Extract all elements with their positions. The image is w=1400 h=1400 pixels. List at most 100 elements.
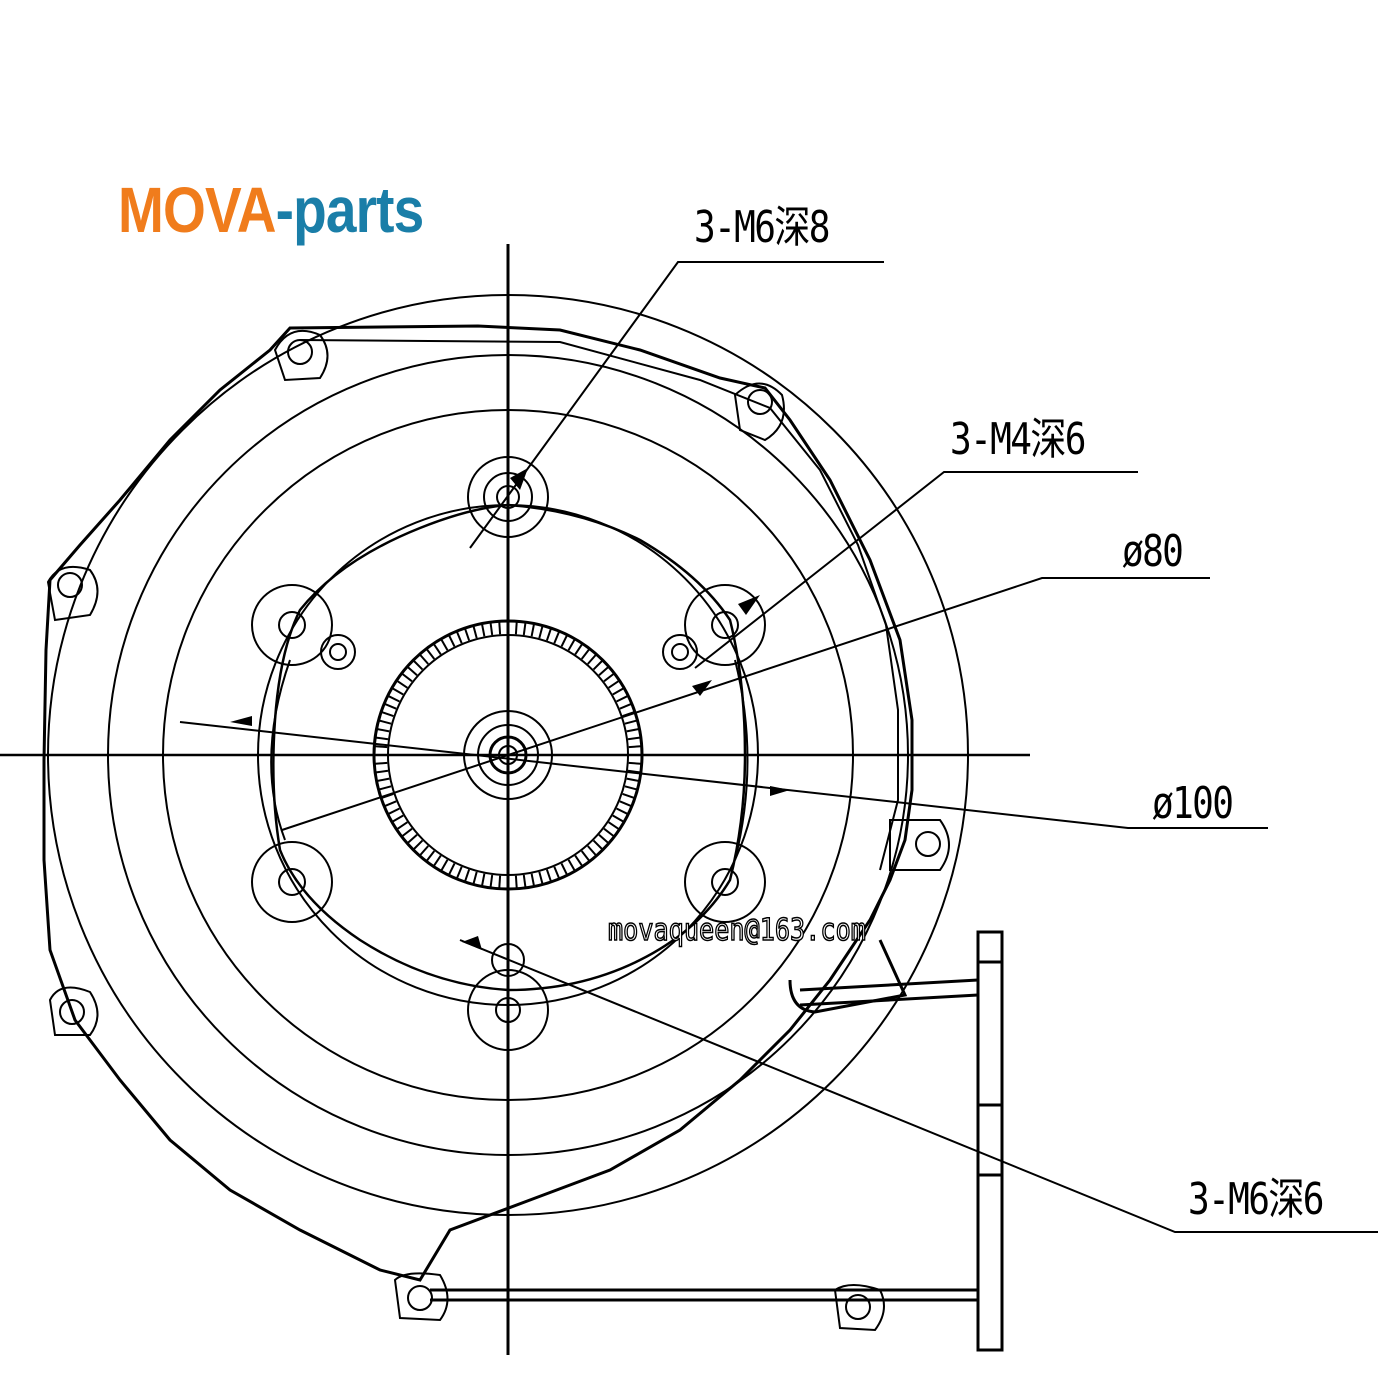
callout-dia100: ø100 <box>1152 778 1234 829</box>
housing-ear-top-right <box>735 384 784 441</box>
housing-ear-lower-left <box>50 988 98 1036</box>
gear-tooth <box>403 674 413 681</box>
hub-inner <box>490 737 526 773</box>
callout-m6-depth8: 3-M6深8 <box>694 202 830 253</box>
gear-tooth <box>588 846 596 855</box>
gear-tooth <box>628 738 640 740</box>
gear-tooth <box>532 874 534 886</box>
gear-tooth <box>434 644 441 654</box>
gear-tooth <box>539 627 542 639</box>
plate-bolt-upper-right <box>663 585 765 669</box>
gear-tooth <box>613 816 623 822</box>
gear-tooth <box>575 644 582 654</box>
gear-tooth <box>414 841 422 849</box>
callout-m6-depth6: 3-M6深6 <box>1188 1174 1324 1225</box>
gear-tooth <box>474 627 477 639</box>
gear-tooth <box>532 625 534 637</box>
watermark-email: movaqueen@163.com <box>607 913 866 948</box>
gear-tooth <box>393 689 403 695</box>
housing-ear-right <box>890 820 949 870</box>
gear-tooth <box>389 809 400 814</box>
gear-tooth <box>408 835 417 843</box>
outer-housing-contour <box>44 326 912 1280</box>
gear-tooth <box>629 763 641 764</box>
gear-tooth <box>569 640 575 650</box>
gear-tooth <box>623 794 634 798</box>
plate-arc-left <box>271 660 290 840</box>
gear-tooth <box>629 746 641 747</box>
gear-tooth <box>617 809 628 814</box>
gear-tooth <box>427 851 434 861</box>
gear-tooth <box>524 875 526 887</box>
gear-tooth <box>474 872 477 884</box>
gear-tooth <box>442 640 448 650</box>
gear-tooth <box>620 801 631 806</box>
gear-tooth <box>434 856 441 866</box>
ring-3 <box>163 410 853 1100</box>
gear-tooth <box>604 829 614 836</box>
brand-logo-part2: -parts <box>275 174 425 246</box>
gear-tooth <box>449 636 454 647</box>
outer-housing-inner-contour <box>300 340 898 870</box>
hub-outer <box>464 711 552 799</box>
gear-tooth <box>599 835 608 843</box>
gear-tooth <box>524 623 526 635</box>
gear-tooth <box>582 650 589 660</box>
gear-tooth <box>620 704 631 709</box>
leader-dia80 <box>282 578 1210 830</box>
gear-tooth <box>569 860 575 870</box>
gear-tooth <box>414 661 422 669</box>
gear-tooth <box>554 867 559 878</box>
gear-tooth <box>408 667 417 675</box>
leader-arrowheads <box>230 468 790 950</box>
gear-tooth <box>375 746 387 747</box>
gear-tooth <box>385 704 396 709</box>
gear-tooth <box>516 876 517 888</box>
gear-tooth <box>599 667 608 675</box>
bearing-plate-contour <box>273 505 745 990</box>
gear-tooth <box>449 864 454 875</box>
gear-tooth <box>582 851 589 861</box>
gear-tooth <box>465 870 469 881</box>
mounting-flange <box>430 932 1002 1350</box>
leader-dia100 <box>180 722 1268 828</box>
plate-bolt-bottom <box>468 944 548 1050</box>
gear-tooth <box>491 623 493 635</box>
gear-tooth <box>594 661 602 669</box>
gear-outer <box>374 621 642 889</box>
gear-tooth <box>617 696 628 701</box>
plate-bolt-upper-left <box>252 585 355 669</box>
gear-tooth <box>499 622 500 634</box>
gear-tooth <box>376 771 388 773</box>
outer-ring <box>48 295 968 1215</box>
housing-ear-bottom <box>395 1273 448 1320</box>
gear-tooth <box>380 786 392 789</box>
gear-tooth <box>562 636 567 647</box>
gear-tooth <box>393 816 403 822</box>
hub-bore <box>499 746 517 764</box>
ring-2 <box>108 355 908 1155</box>
gear-tooth <box>442 860 448 870</box>
gear-tooth <box>382 712 393 716</box>
gear-tooth <box>547 870 551 881</box>
gear-tooth <box>465 629 469 640</box>
plate-bolt-top <box>468 457 548 537</box>
gear-teeth <box>375 622 641 888</box>
gear-tooth <box>420 846 428 855</box>
gear-tooth <box>575 856 582 866</box>
gear-tooth <box>604 674 614 681</box>
leader-lines <box>180 262 1378 1232</box>
housing-ear-left <box>48 567 98 620</box>
housing-ear-top-left <box>275 331 328 380</box>
gear-tooth <box>397 681 407 688</box>
gear-tooth <box>609 681 619 688</box>
gear-tooth <box>427 650 434 660</box>
gear-tooth <box>378 779 390 781</box>
plate-bolt-lower-left <box>252 842 332 922</box>
gear-tooth <box>378 729 390 731</box>
brand-logo: MOVA-parts <box>118 178 424 242</box>
gear-tooth <box>516 622 517 634</box>
gear-tooth <box>457 632 462 643</box>
